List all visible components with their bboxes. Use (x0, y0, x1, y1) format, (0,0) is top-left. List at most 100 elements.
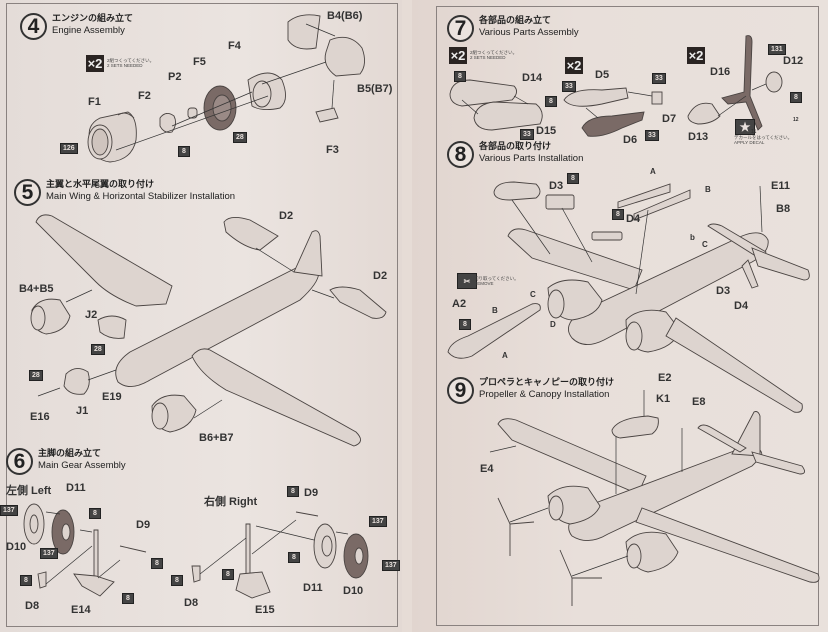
step-9-title-jp: プロペラとキャノピーの取り付け (479, 378, 615, 388)
part-label: B4+B5 (19, 283, 54, 295)
step-5-diagram (30, 214, 387, 447)
step-7-multiplier-badge: ×2 (449, 47, 467, 64)
part-label: F4 (228, 40, 241, 52)
step-4-multiplier-badge: ×2 (86, 55, 104, 72)
part-f5-engine-drawing (203, 85, 237, 131)
part-label: D3 (716, 285, 731, 297)
paint-code: 8 (222, 569, 234, 580)
part-d5-drawing (563, 87, 629, 107)
paint-code: 8 (178, 146, 190, 157)
paint-code: 137 (382, 560, 400, 571)
tail-drawing (707, 223, 767, 261)
part-label: F3 (326, 144, 339, 156)
part-b5-drawing (324, 36, 365, 77)
letter-label: A (650, 167, 656, 176)
wheel-d11-right-drawing (313, 523, 337, 569)
letter-label: D (550, 320, 556, 329)
part-label: B4(B6) (327, 10, 363, 22)
letter-label: C (702, 240, 708, 249)
strut-right-drawing (245, 523, 251, 577)
part-j1-nose-drawing (63, 368, 90, 395)
part-d8-left-drawing (37, 571, 47, 589)
remove-icon: ✂ (457, 273, 477, 289)
step-8-title-jp: 各部品の取り付け (479, 142, 552, 152)
step-7-title-jp: 各部品の組み立て (479, 16, 552, 26)
decal-icon: ★ (735, 119, 755, 135)
paint-code: 28 (91, 344, 105, 355)
right-page-frame (436, 6, 819, 626)
step-4-header: 4 エンジンの組み立て Engine Assembly (20, 13, 133, 40)
part-d6-drawing (581, 111, 645, 137)
part-label: F5 (193, 56, 206, 68)
paint-code: 33 (520, 129, 534, 140)
engine-lower-drawing (625, 531, 679, 573)
part-label: D6 (623, 134, 638, 146)
fork-e15-drawing (235, 571, 271, 599)
paint-code: 33 (645, 130, 659, 141)
part-label: D9 (136, 519, 151, 531)
part-label: E11 (771, 180, 790, 192)
step-9-number: 9 (447, 377, 474, 404)
engine-upper-drawing (547, 485, 601, 525)
part-label: A2 (452, 298, 467, 310)
step-5-number: 5 (14, 179, 41, 206)
part-label: D4 (734, 300, 749, 312)
part-label: D3 (549, 180, 564, 192)
letter-label: C (530, 290, 536, 299)
paint-code: 8 (151, 558, 163, 569)
part-label: E16 (30, 411, 50, 423)
part-label: D8 (184, 597, 199, 609)
step-4-title-en: Engine Assembly (52, 25, 125, 36)
part-label: F2 (138, 90, 151, 102)
vertical-tail-drawing (293, 230, 323, 277)
part-d7-drawing (651, 91, 663, 105)
part-label: D10 (343, 585, 364, 597)
part-label: D16 (710, 66, 731, 78)
part-label: E15 (255, 604, 275, 616)
part-d15-drawing (473, 101, 543, 131)
step-6-diagram (23, 503, 369, 599)
step-8-title-en: Various Parts Installation (479, 153, 584, 164)
paint-code: 137 (369, 516, 387, 527)
paint-code: 8 (459, 319, 471, 330)
step-7-number: 7 (447, 15, 474, 42)
part-d4-upper-drawing (591, 231, 623, 241)
part-label: B5(B7) (357, 83, 393, 95)
paint-code: 8 (20, 575, 32, 586)
propeller-upper-drawing (497, 497, 535, 556)
paint-code: 8 (122, 593, 134, 604)
part-label: D14 (522, 72, 543, 84)
step-8-number: 8 (447, 141, 474, 168)
paint-code: 8 (89, 508, 101, 519)
part-a2-drawing (447, 303, 541, 359)
part-p2-drawing (187, 107, 198, 119)
wing-right-drawing (665, 317, 803, 413)
step-9-title-en: Propeller & Canopy Installation (479, 389, 610, 400)
part-d16-propeller-drawing (721, 35, 763, 131)
engine-right-drawing (625, 309, 681, 353)
lower-wing-drawing (191, 348, 361, 447)
step-4-number: 4 (20, 13, 47, 40)
wheel-d10-left-drawing (23, 503, 45, 545)
part-label: E4 (480, 463, 494, 475)
paint-code: 8 (287, 486, 299, 497)
letter-label: A (502, 351, 508, 360)
part-b4-drawing (287, 14, 321, 50)
decal-number: 12 (793, 117, 799, 123)
engine-b4-b5-drawing (30, 298, 71, 335)
part-j2-drawing (97, 315, 127, 339)
step-6-title-jp: 主脚の組み立て (38, 449, 102, 459)
paint-code: 8 (171, 575, 183, 586)
letter-label: b (690, 233, 695, 242)
part-label: D15 (536, 125, 557, 137)
step-9-header: 9 プロペラとキャノピーの取り付け Propeller & Canopy Ins… (447, 377, 614, 404)
paint-code: 8 (612, 209, 624, 220)
letter-label: B (705, 185, 711, 194)
part-d3-upper-drawing (545, 194, 575, 210)
paint-code: 8 (288, 552, 300, 563)
wing-lower-drawing (635, 507, 820, 583)
step-7-header: 7 各部品の組み立て Various Parts Assembly (447, 15, 579, 42)
part-label: B6+B7 (199, 432, 234, 444)
step-4-title-jp: エンジンの組み立て (52, 14, 134, 24)
part-label: B8 (776, 203, 791, 215)
